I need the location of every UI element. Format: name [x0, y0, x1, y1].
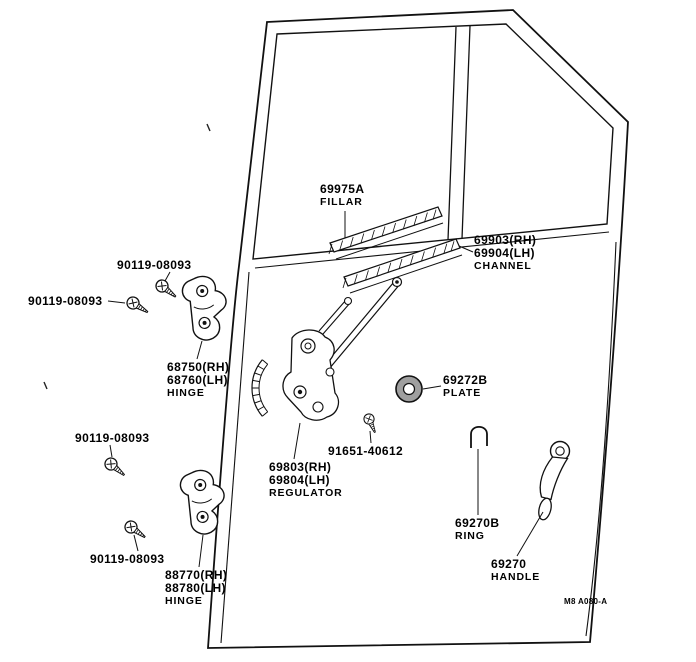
screw-drawing	[124, 294, 152, 318]
label-hinge-upper: 68750(RH) 68760(LH) HINGE	[167, 361, 229, 400]
part-number: 90119-08093	[28, 294, 103, 308]
label-plate: 69272B PLATE	[443, 374, 487, 400]
part-name: CHANNEL	[474, 260, 532, 272]
plate-drawing	[395, 375, 423, 403]
label-regulator-bolt: 91651-40612	[328, 445, 403, 458]
label-pillar: 69975A FILLAR	[320, 183, 364, 209]
label-screw-mid: 90119-08093	[75, 432, 149, 445]
door-rear-inner-edge	[585, 241, 617, 637]
regulator-drawing	[251, 276, 403, 421]
part-number-rh: 69803(RH)	[269, 460, 332, 474]
part-name: REGULATOR	[269, 487, 343, 499]
print-artifact	[43, 123, 211, 390]
part-number: 69975A	[320, 182, 365, 196]
label-channel: 69903(RH) 69904(LH) CHANNEL	[474, 234, 536, 273]
label-screw-bottom: 90119-08093	[90, 553, 164, 566]
door-outline	[207, 9, 629, 649]
regulator-bolt-drawing	[361, 411, 381, 435]
part-number-rh: 68750(RH)	[167, 360, 230, 374]
screw-drawing	[121, 517, 149, 543]
label-screw-top-2: 90119-08093	[28, 295, 102, 308]
part-name: HINGE	[165, 595, 203, 607]
part-name: HINGE	[167, 387, 205, 399]
screw-drawing	[152, 276, 180, 302]
part-name: RING	[455, 530, 485, 542]
label-ring: 69270B RING	[455, 517, 499, 543]
leader-lines	[107, 211, 544, 568]
part-number-lh: 69804(LH)	[269, 473, 330, 487]
window-division-bar	[447, 25, 471, 241]
part-number: 90119-08093	[75, 431, 150, 445]
label-regulator: 69803(RH) 69804(LH) REGULATOR	[269, 461, 343, 500]
part-number-lh: 88780(LH)	[165, 581, 226, 595]
diagram-code: M8 A080-A	[564, 597, 608, 606]
upper-hinge-drawing	[180, 273, 231, 343]
screw-drawing	[101, 454, 129, 481]
window-frame	[252, 23, 614, 260]
door-front-inner-edge	[220, 271, 250, 644]
part-name: HANDLE	[491, 571, 541, 583]
part-name: FILLAR	[320, 196, 363, 208]
part-number: 69272B	[443, 373, 488, 387]
label-handle: 69270 HANDLE	[491, 558, 540, 584]
ring-drawing	[470, 425, 488, 448]
division-pillar-drawing	[328, 206, 444, 260]
part-number: 69270B	[455, 516, 500, 530]
channel-strip-drawing	[342, 238, 463, 294]
part-number-rh: 88770(RH)	[165, 568, 228, 582]
part-number: 90119-08093	[90, 552, 165, 566]
part-number-lh: 68760(LH)	[167, 373, 228, 387]
handle-drawing	[538, 440, 571, 521]
label-screw-top-1: 90119-08093	[117, 259, 191, 272]
part-number: 91651-40612	[328, 444, 404, 458]
part-name: PLATE	[443, 387, 482, 399]
part-number-rh: 69903(RH)	[474, 233, 537, 247]
part-number: 90119-08093	[117, 258, 192, 272]
part-number: 69270	[491, 557, 527, 571]
label-hinge-lower: 88770(RH) 88780(LH) HINGE	[165, 569, 227, 608]
part-number-lh: 69904(LH)	[474, 246, 535, 260]
